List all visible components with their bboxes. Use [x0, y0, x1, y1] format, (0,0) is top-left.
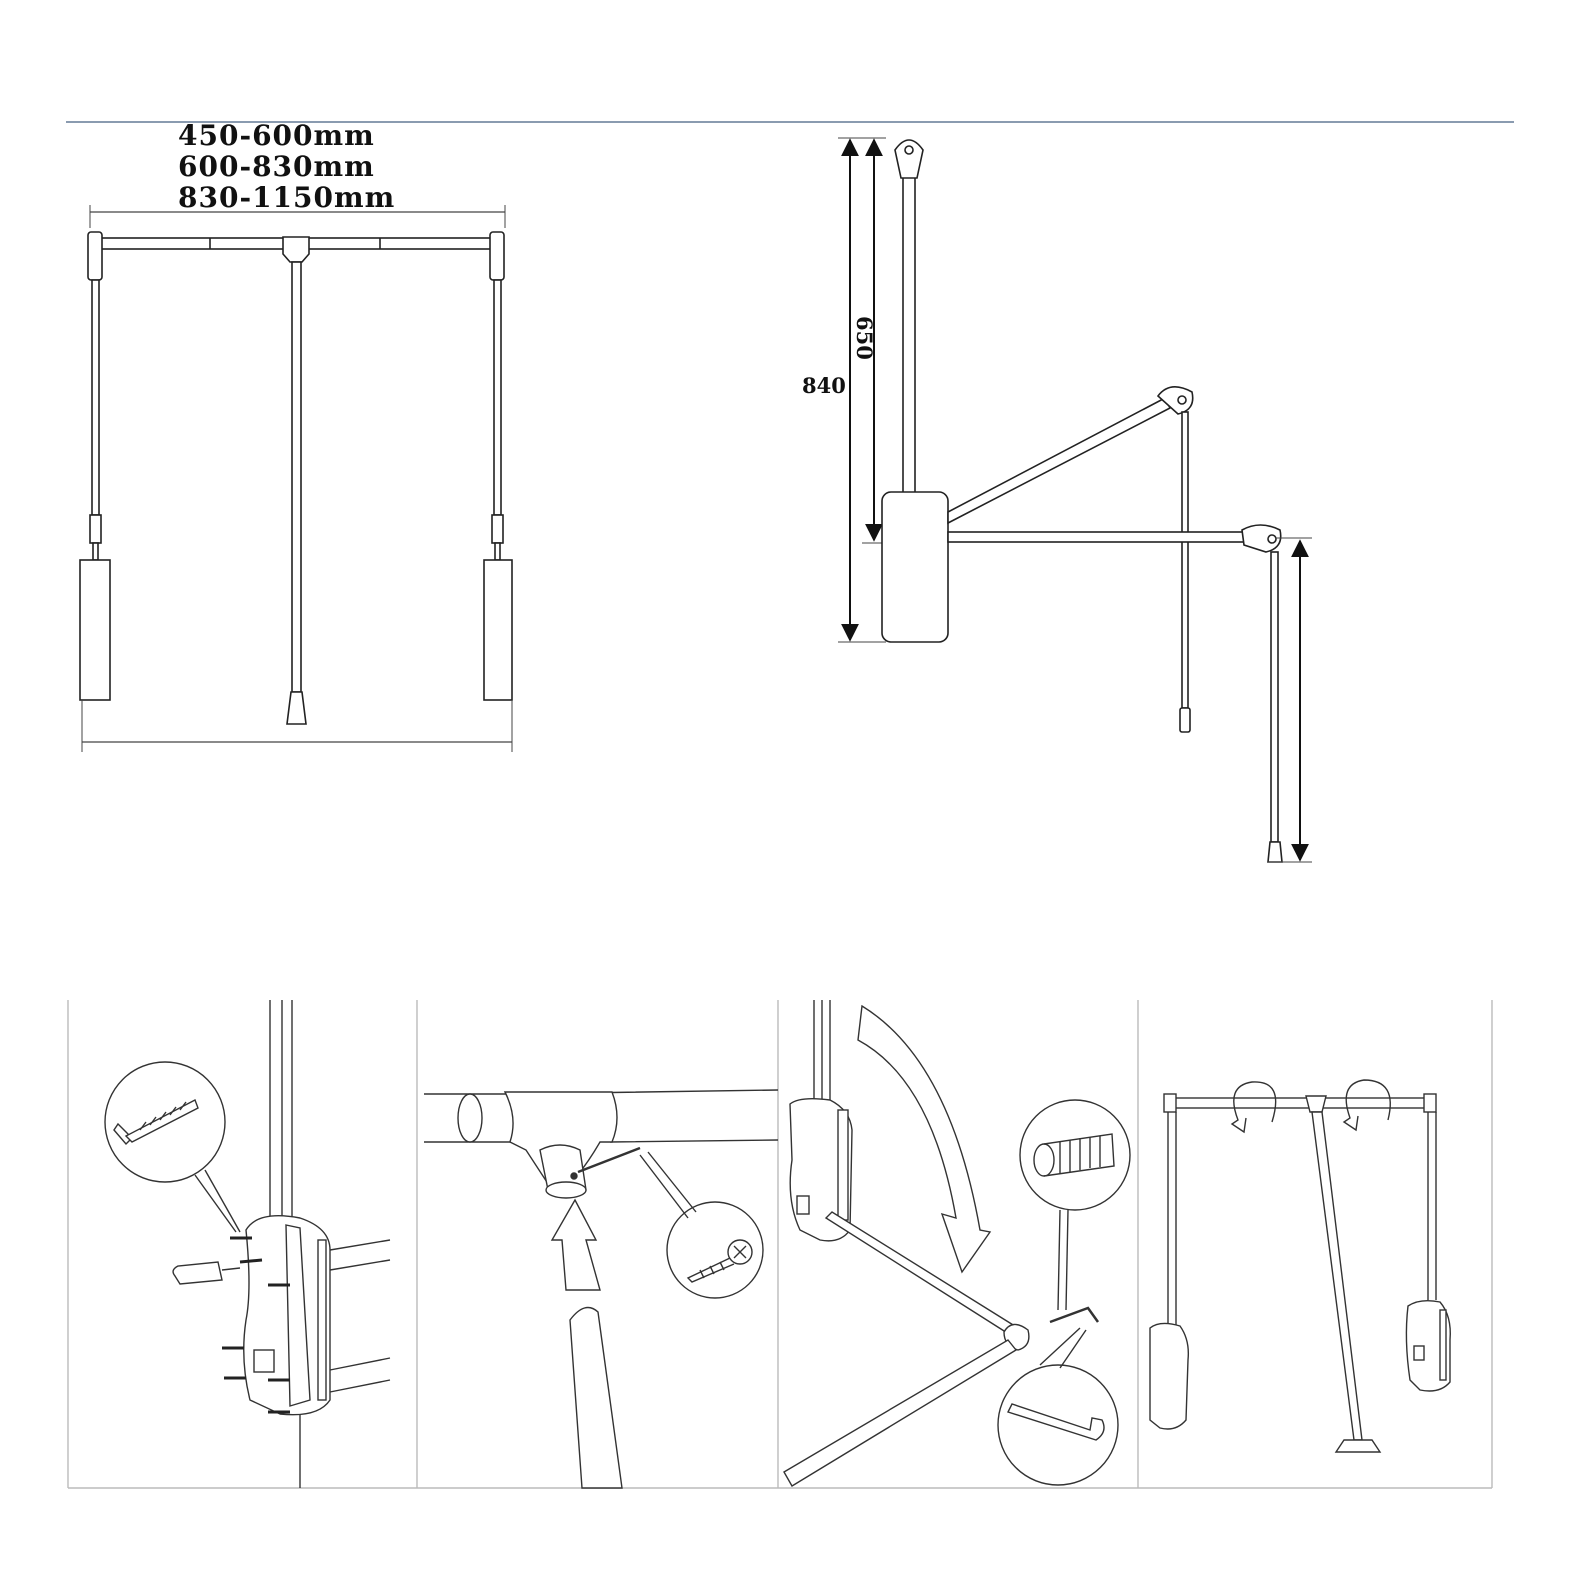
- width-option-1: 450-600mm: [178, 119, 375, 152]
- width-option-2: 600-830mm: [178, 150, 375, 183]
- right-rod: [493, 279, 502, 516]
- countersunk-screw-icon: [113, 1099, 199, 1146]
- top-pivot-eye: [894, 139, 924, 179]
- center-connector: [282, 236, 310, 263]
- step-1-wall-mount: [104, 1000, 391, 1488]
- lower-rod: [783, 1339, 1018, 1487]
- set-screw-callout: [666, 1201, 764, 1299]
- upper-diagonal-arm: [947, 396, 1172, 525]
- wall-screws: [222, 1236, 290, 1414]
- height-overall-label: 840: [802, 373, 846, 398]
- width-option-3: 830-1150mm: [178, 181, 395, 214]
- pull-rod-upper: [569, 1306, 623, 1489]
- installation-steps: [67, 1000, 1493, 1489]
- center-pull-rod: [291, 261, 302, 693]
- side-mechanism-box: [881, 491, 949, 643]
- vertical-mast: [902, 169, 916, 496]
- horizontal-arm: [947, 531, 1245, 543]
- pull-rod-handle: [286, 691, 307, 725]
- wall-plug: [172, 1261, 223, 1285]
- lower-hanging-rod: [1270, 551, 1279, 843]
- lower-arm-pivot: [1241, 524, 1282, 553]
- left-rod: [91, 279, 100, 516]
- upper-hanging-rod: [1181, 411, 1189, 709]
- rotate-arrow-left: [1230, 1081, 1277, 1134]
- rotate-arrow-right: [1342, 1079, 1391, 1132]
- final-left-bracket: [1149, 1322, 1190, 1430]
- self-tapping-screw-icon: [686, 1239, 753, 1283]
- right-mechanism-box: [483, 559, 513, 701]
- insert-arrow: [550, 1198, 601, 1291]
- right-end-cap: [489, 231, 505, 281]
- bolt-callout: [1019, 1099, 1131, 1211]
- front-view: 450-600mm 600-830mm 830-1150mm: [79, 119, 513, 752]
- left-mechanism-box: [79, 559, 111, 701]
- swing-arm: [824, 1211, 1020, 1337]
- machine-bolt-icon: [1033, 1133, 1115, 1177]
- side-view: 840 650: [802, 137, 1312, 863]
- step-3-lower-arm: [783, 1000, 1131, 1487]
- step-4-rotate-rails: [1149, 1079, 1451, 1453]
- swing-direction-arrow: [857, 1004, 992, 1274]
- step-2-connector-insert: [424, 1089, 779, 1489]
- height-travel-label: 650: [852, 316, 877, 360]
- left-end-cap: [87, 231, 103, 281]
- hex-key-icon: [1007, 1403, 1105, 1441]
- final-pull-rod: [1311, 1111, 1363, 1441]
